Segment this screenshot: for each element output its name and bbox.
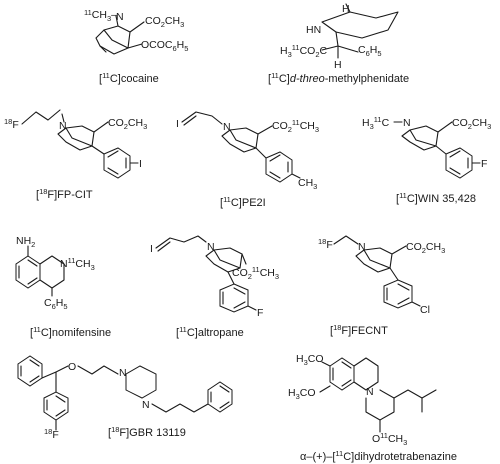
- fp-cit-caption: [18F]FP-CIT: [36, 187, 93, 201]
- fecnt-caption: [18F]FECNT: [330, 323, 388, 337]
- nh2-label: NH2: [16, 235, 35, 249]
- altropane-caption: [11C]altropane: [176, 325, 244, 339]
- phenyl-label: C6H5: [358, 44, 382, 58]
- n-methyl-label-5: H311C: [362, 115, 390, 131]
- dtbz-caption: α–(+)–[11C]dihydrotetrabenazine: [300, 449, 457, 463]
- n-label-4: N: [223, 121, 231, 133]
- n11ch3-label: N11CH3: [60, 256, 95, 272]
- nitrogen-label: N: [116, 11, 124, 23]
- n-label-3: N: [59, 120, 67, 132]
- win35428-caption: [11C]WIN 35,428: [396, 191, 476, 205]
- cocaine-caption: [11C]cocaine: [99, 71, 159, 85]
- altropane-structure: I N CO211CH3 F [11C]altropane: [150, 235, 279, 339]
- iodine-label: I: [139, 158, 142, 170]
- methylphenidate-caption: [11C]d-threo-methylphenidate: [268, 71, 409, 85]
- cocaine-structure: 11CH3– N CO2CH3 OCOC6H5 [11C]cocaine: [84, 8, 188, 85]
- dtbz-structure: H3CO H3CO N O11CH3 α–(+)–[11C]dihydrotet…: [288, 353, 457, 463]
- methyl-label: CH3: [298, 177, 317, 191]
- h-bottom-label: H: [334, 59, 342, 71]
- phenyl-label-6: C6H5: [44, 297, 68, 311]
- nomifensine-structure: NH2 N11CH3 C6H5 [11C]nomifensine: [15, 235, 111, 339]
- n-label-10: N: [366, 386, 374, 398]
- h-top-label: H: [342, 3, 350, 15]
- chlorine-label: Cl: [420, 304, 430, 316]
- fp-cit-structure: 18F N CO2CH3 I [18F]FP-CIT: [4, 109, 147, 201]
- n-label-9a: N: [119, 367, 127, 379]
- h3co-label-b: H3CO: [288, 387, 316, 401]
- o11ch3-label: O11CH3: [372, 431, 407, 447]
- oxygen-label: O: [68, 361, 76, 373]
- methylphenidate-structure: HN H H311CO2C C6H5 H [11C]d-threo-methyl…: [268, 3, 409, 85]
- f18-label-8: 18F: [318, 237, 333, 251]
- pe2i-structure: I N CO211CH3 CH3 [11C]PE2I: [176, 111, 319, 209]
- benzoate-label: OCOC6H5: [141, 39, 188, 53]
- gbr13119-structure: O 18F N N [18F]GBR 13119: [17, 355, 233, 441]
- fecnt-structure: 18F N CO2CH3 Cl [18F]FECNT: [318, 235, 445, 337]
- ester-label-5: CO2CH3: [452, 117, 491, 131]
- n-label-7: N: [207, 241, 215, 253]
- fluorine-label-7: F: [257, 307, 263, 319]
- f18-label: 18F: [4, 117, 19, 131]
- ester-label: CO2CH3: [145, 15, 184, 29]
- n-methyl-label: 11CH3–: [84, 8, 117, 23]
- f18-label-9: 18F: [44, 427, 59, 441]
- ester-label-4: CO211CH3: [272, 118, 319, 134]
- n-label-5: N: [403, 117, 411, 129]
- ester-label-3: CO2CH3: [108, 117, 147, 131]
- win35428-structure: H311C N CO2CH3 F [11C]WIN 35,428: [362, 115, 491, 205]
- n-label-9b: N: [142, 399, 150, 411]
- h3co-label-a: H3CO: [296, 353, 324, 367]
- gbr13119-caption: [18F]GBR 13119: [108, 425, 186, 439]
- hn-label: HN: [306, 24, 321, 36]
- ester-label-7: CO211CH3: [232, 265, 279, 281]
- pe2i-caption: [11C]PE2I: [220, 195, 266, 209]
- iodine-label-2: I: [176, 118, 179, 130]
- ester-label-2: H311CO2C: [280, 43, 327, 59]
- fluorine-label: F: [481, 158, 487, 170]
- iodine-label-3: I: [150, 243, 153, 255]
- n-label-8: N: [358, 241, 366, 253]
- ester-label-8: CO2CH3: [406, 241, 445, 255]
- nomifensine-caption: [11C]nomifensine: [30, 325, 111, 339]
